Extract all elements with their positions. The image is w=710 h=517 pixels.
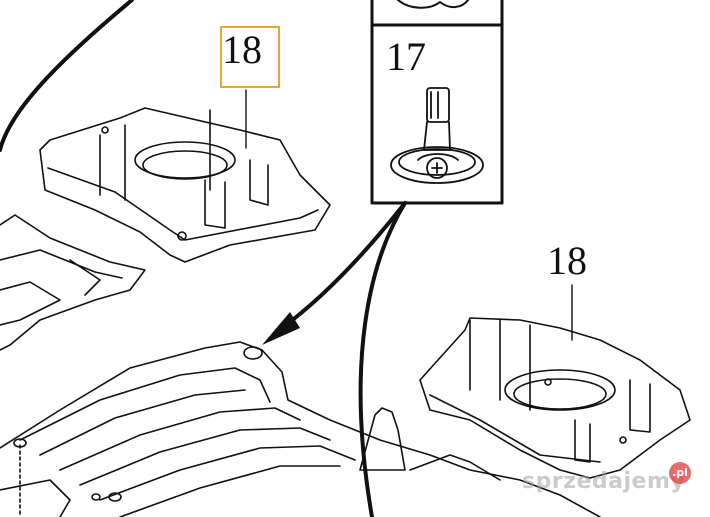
arrowhead-center — [262, 312, 300, 345]
callout-17: 17 — [386, 34, 426, 79]
callout-18-top: 18 — [222, 27, 262, 72]
leader-arrow-center — [280, 201, 407, 330]
detail-box-17 — [370, 0, 504, 205]
underbody-panel-left — [0, 214, 146, 351]
bracket-part-top — [39, 107, 331, 263]
underbody-panel-center — [0, 341, 601, 517]
watermark-text: sprzedajemy — [522, 469, 686, 494]
screw-clip-icon — [390, 87, 484, 184]
highlight-box — [220, 26, 280, 88]
bracket-part-right — [419, 317, 691, 479]
leader-arrow-left — [0, 0, 134, 152]
watermark-badge: .pl — [669, 462, 691, 484]
callout-18-right: 18 — [547, 238, 587, 283]
